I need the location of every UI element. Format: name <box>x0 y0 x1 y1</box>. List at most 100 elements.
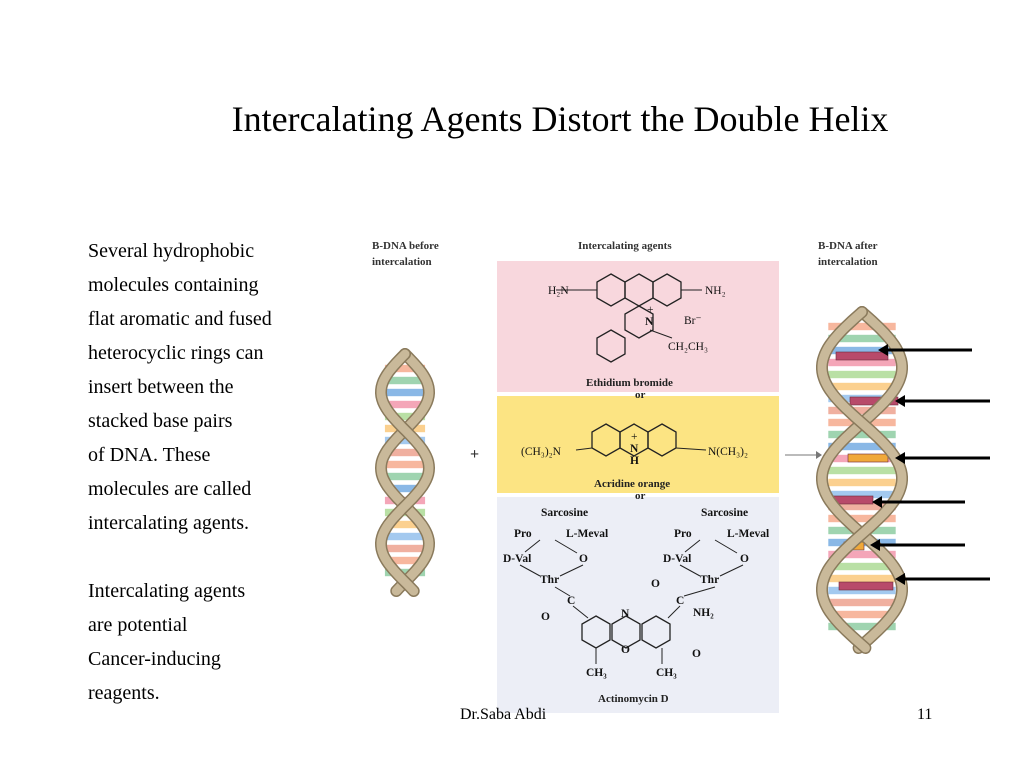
body-line: stacked base pairs <box>88 410 233 432</box>
base-pair <box>827 322 897 331</box>
arrowhead-icon <box>870 539 880 551</box>
ethidium-n: N <box>645 316 654 328</box>
actinomycin-pro-left: Pro <box>514 528 532 540</box>
intercalated-molecule <box>835 351 889 361</box>
acridine-right-group: N(CH₃)₂ <box>708 446 748 458</box>
base-pair <box>827 466 897 475</box>
ethidium-br: Br⁻ <box>684 315 702 327</box>
arrowhead-icon <box>895 573 905 585</box>
actinomycin-o-carbonyl-left: O <box>541 611 550 623</box>
ethidium-h2n: H₂N <box>548 285 569 297</box>
intercalation-arrows <box>870 344 990 585</box>
intercalated-molecule <box>838 581 894 591</box>
actinomycin-o-right: O <box>740 553 749 565</box>
or-separator-1: or <box>635 389 646 401</box>
actinomycin-thr-right: Thr <box>700 574 719 586</box>
actinomycin-meval-right: L-Meval <box>727 528 769 540</box>
base-pair <box>384 388 426 397</box>
arrowhead-icon <box>895 395 905 407</box>
dna-after-helix <box>816 306 908 654</box>
slide-title: Intercalating Agents Distort the Double … <box>231 99 889 139</box>
ethidium-structure: H₂N NH₂ N + Br⁻ CH₂CH₃ Ethidium bromide <box>548 273 726 389</box>
label-before-line2: intercalation <box>372 256 432 268</box>
acridine-panel <box>497 396 779 493</box>
body-line: flat aromatic and fused <box>88 308 272 330</box>
base-pair <box>827 574 897 583</box>
body-line: molecules containing <box>88 274 259 296</box>
actinomycin-name: Actinomycin D <box>598 693 669 705</box>
acridine-left-group: (CH₃)₂N <box>521 446 562 458</box>
actinomycin-o-left: O <box>579 553 588 565</box>
acridine-name: Acridine orange <box>594 478 670 490</box>
base-pair <box>384 472 426 481</box>
footer-author: Dr.Saba Abdi <box>460 706 547 723</box>
arrowhead-icon <box>872 496 882 508</box>
footer-page-number: 11 <box>917 706 933 723</box>
helix-backbone <box>376 349 434 596</box>
body-line: molecules are called <box>88 478 252 500</box>
ethidium-panel <box>497 261 779 392</box>
dna-before-helix <box>374 348 436 597</box>
actinomycin-c-left: C <box>567 595 575 607</box>
body-line: are potential <box>88 614 188 636</box>
actinomycin-thr-left: Thr <box>540 574 559 586</box>
base-pair <box>827 442 897 451</box>
body-line: heterocyclic rings can <box>88 342 264 364</box>
actinomycin-o-carbonyl-right: O <box>651 578 660 590</box>
actinomycin-o-keto: O <box>692 648 701 660</box>
base-pair <box>384 532 426 541</box>
actinomycin-structure: Sarcosine Sarcosine Pro L-Meval Pro L-Me… <box>503 507 769 705</box>
actinomycin-ch3-left: CH₃ <box>586 667 607 679</box>
actinomycin-meval-left: L-Meval <box>566 528 608 540</box>
helix-backbone <box>817 307 907 653</box>
arrowhead-icon <box>878 344 888 356</box>
body-line: Cancer-inducing <box>88 648 221 670</box>
base-pair <box>827 514 897 523</box>
actinomycin-sarcosine-right: Sarcosine <box>701 507 748 519</box>
base-pair <box>827 478 897 487</box>
base-pair <box>827 598 897 607</box>
reaction-arrow-head <box>816 451 822 459</box>
actinomycin-sarcosine-left: Sarcosine <box>541 507 588 519</box>
actinomycin-panel <box>497 497 779 713</box>
actinomycin-n: N <box>621 608 630 620</box>
ethidium-nh2: NH₂ <box>705 285 726 297</box>
actinomycin-c-right: C <box>676 595 684 607</box>
body-line: of DNA. These <box>88 444 211 466</box>
base-pair <box>827 406 897 415</box>
label-before-line1: B-DNA before <box>372 240 439 252</box>
actinomycin-ch3-right: CH₃ <box>656 667 677 679</box>
label-after-line1: B-DNA after <box>818 240 878 252</box>
or-separator-2: or <box>635 490 646 502</box>
slide-body-text: Several hydrophobic molecules containing… <box>88 234 348 710</box>
arrowhead-icon <box>895 452 905 464</box>
plus-sign: + <box>470 446 479 463</box>
helix-backbone <box>817 307 907 653</box>
helix-backbone <box>376 349 434 596</box>
body-line: insert between the <box>88 376 234 398</box>
base-pair <box>384 544 426 553</box>
actinomycin-dval-left: D-Val <box>503 553 531 565</box>
body-line: Intercalating agents <box>88 580 246 602</box>
acridine-structure: (CH₃)₂N N(CH₃)₂ + N H Acridine orange <box>521 423 748 490</box>
acridine-h: H <box>630 455 639 467</box>
base-pair <box>827 622 897 631</box>
body-line: intercalating agents. <box>88 512 250 534</box>
base-pair <box>827 550 897 559</box>
label-intercalating-agents: Intercalating agents <box>578 240 672 252</box>
body-line: reagents. <box>88 682 160 704</box>
ethidium-name: Ethidium bromide <box>586 377 673 389</box>
base-pair <box>384 412 426 421</box>
base-pair <box>827 370 897 379</box>
label-after-line2: intercalation <box>818 256 878 268</box>
actinomycin-o-ring: O <box>621 644 630 656</box>
body-line: Several hydrophobic <box>88 240 255 262</box>
actinomycin-dval-right: D-Val <box>663 553 691 565</box>
acridine-plus: + <box>631 431 638 443</box>
intercalated-molecule <box>847 453 889 463</box>
base-pair <box>384 460 426 469</box>
actinomycin-nh2: NH₂ <box>693 607 714 619</box>
actinomycin-pro-right: Pro <box>674 528 692 540</box>
ethidium-ethyl: CH₂CH₃ <box>668 341 708 353</box>
